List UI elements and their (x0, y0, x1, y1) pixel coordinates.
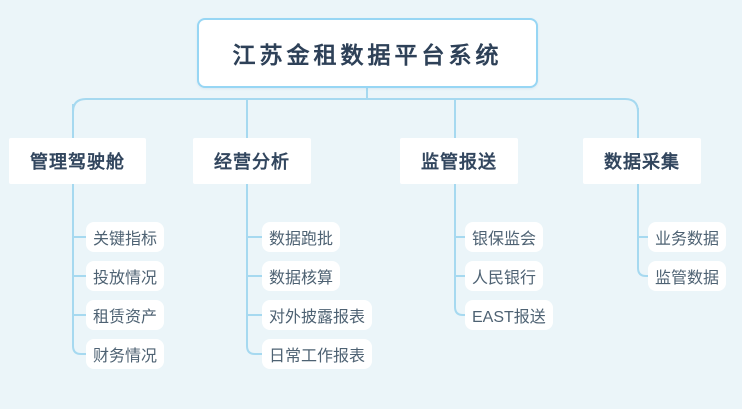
leaf-node-daily-work-report: 日常工作报表 (262, 339, 373, 369)
leaf-node-data-accounting: 数据核算 (262, 261, 341, 291)
branch4-trunk (637, 108, 648, 277)
leaf-node-financial-status: 财务情况 (86, 339, 165, 369)
leaf-node-data-batch: 数据跑批 (262, 222, 341, 252)
leaf-node-cbirc: 银保监会 (465, 222, 544, 252)
branch1-trunk (72, 104, 86, 355)
leaf-node-pboc: 人民银行 (465, 261, 544, 291)
leaf-node-key-indicators: 关键指标 (86, 222, 165, 252)
bus-connector (72, 98, 639, 113)
leaf-node-leasing-assets: 租赁资产 (86, 300, 165, 330)
leaf-node-east-report: EAST报送 (465, 300, 553, 330)
leaf-node-lending-status: 投放情况 (86, 261, 165, 291)
branch-node-regulatory-report: 监管报送 (400, 138, 518, 184)
branch2-trunk (246, 99, 262, 355)
leaf-node-regulatory-data: 监管数据 (648, 261, 727, 291)
root-node: 江苏金租数据平台系统 (197, 18, 538, 88)
branch-node-management-cockpit: 管理驾驶舱 (9, 138, 146, 184)
branch-node-business-analysis: 经营分析 (193, 138, 311, 184)
leaf-node-business-data: 业务数据 (648, 222, 727, 252)
branch-node-data-collection: 数据采集 (583, 138, 701, 184)
leaf-node-disclosure-report: 对外披露报表 (262, 300, 373, 330)
branch3-trunk (454, 99, 465, 316)
